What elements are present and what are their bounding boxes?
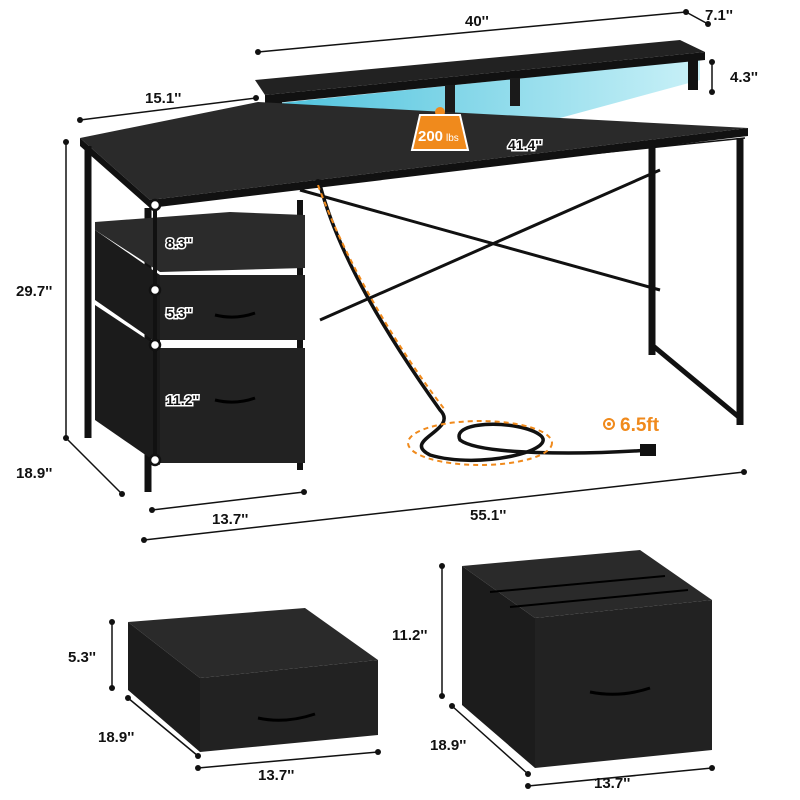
small-drawer-depth-label: 18.9'' bbox=[98, 729, 134, 746]
large-drawer-height-label: 11.2'' bbox=[166, 392, 199, 408]
desk-top-depth-label: 15.1'' bbox=[145, 90, 181, 107]
small-drawer-width-label: 13.7'' bbox=[258, 767, 294, 784]
shelf-width-label: 40'' bbox=[465, 13, 489, 30]
small-drawer: 5.3'' 18.9'' 13.7'' bbox=[68, 608, 381, 784]
large-drawer-depth-label: 18.9'' bbox=[430, 737, 466, 754]
small-drawer-height-label: 5.3'' bbox=[68, 649, 96, 666]
large-drawer: 11.2'' 18.9'' 13.7'' bbox=[392, 550, 715, 792]
shelf-depth-label: 7.1'' bbox=[705, 7, 733, 24]
desk-depth-label: 18.9'' bbox=[16, 465, 52, 482]
desk-height-label: 29.7'' bbox=[16, 283, 52, 300]
dimension-lines bbox=[63, 9, 747, 543]
weight-capacity-badge: 200 lbs bbox=[410, 107, 470, 151]
small-drawer-height-label: 5.3'' bbox=[166, 305, 192, 321]
drawer-cabinet bbox=[95, 212, 305, 465]
plug-icon bbox=[640, 444, 656, 456]
desktop bbox=[80, 102, 748, 208]
power-cord: 6.5ft bbox=[317, 184, 660, 466]
weight-value: 200 bbox=[418, 128, 443, 145]
desk-right-width-label: 41.4'' bbox=[508, 137, 542, 153]
large-drawer-width-label: 13.7'' bbox=[594, 775, 630, 792]
cabinet-width-label: 13.7'' bbox=[212, 511, 248, 528]
shelf-height-label: 4.3'' bbox=[730, 69, 758, 86]
large-drawer-height-label: 11.2'' bbox=[392, 627, 428, 644]
cord-marker-icon bbox=[603, 418, 615, 430]
total-width-label: 55.1'' bbox=[470, 507, 506, 524]
open-shelf-height-label: 8.3'' bbox=[166, 235, 192, 251]
weight-unit: lbs bbox=[446, 133, 459, 144]
cord-length-label: 6.5ft bbox=[620, 415, 660, 436]
